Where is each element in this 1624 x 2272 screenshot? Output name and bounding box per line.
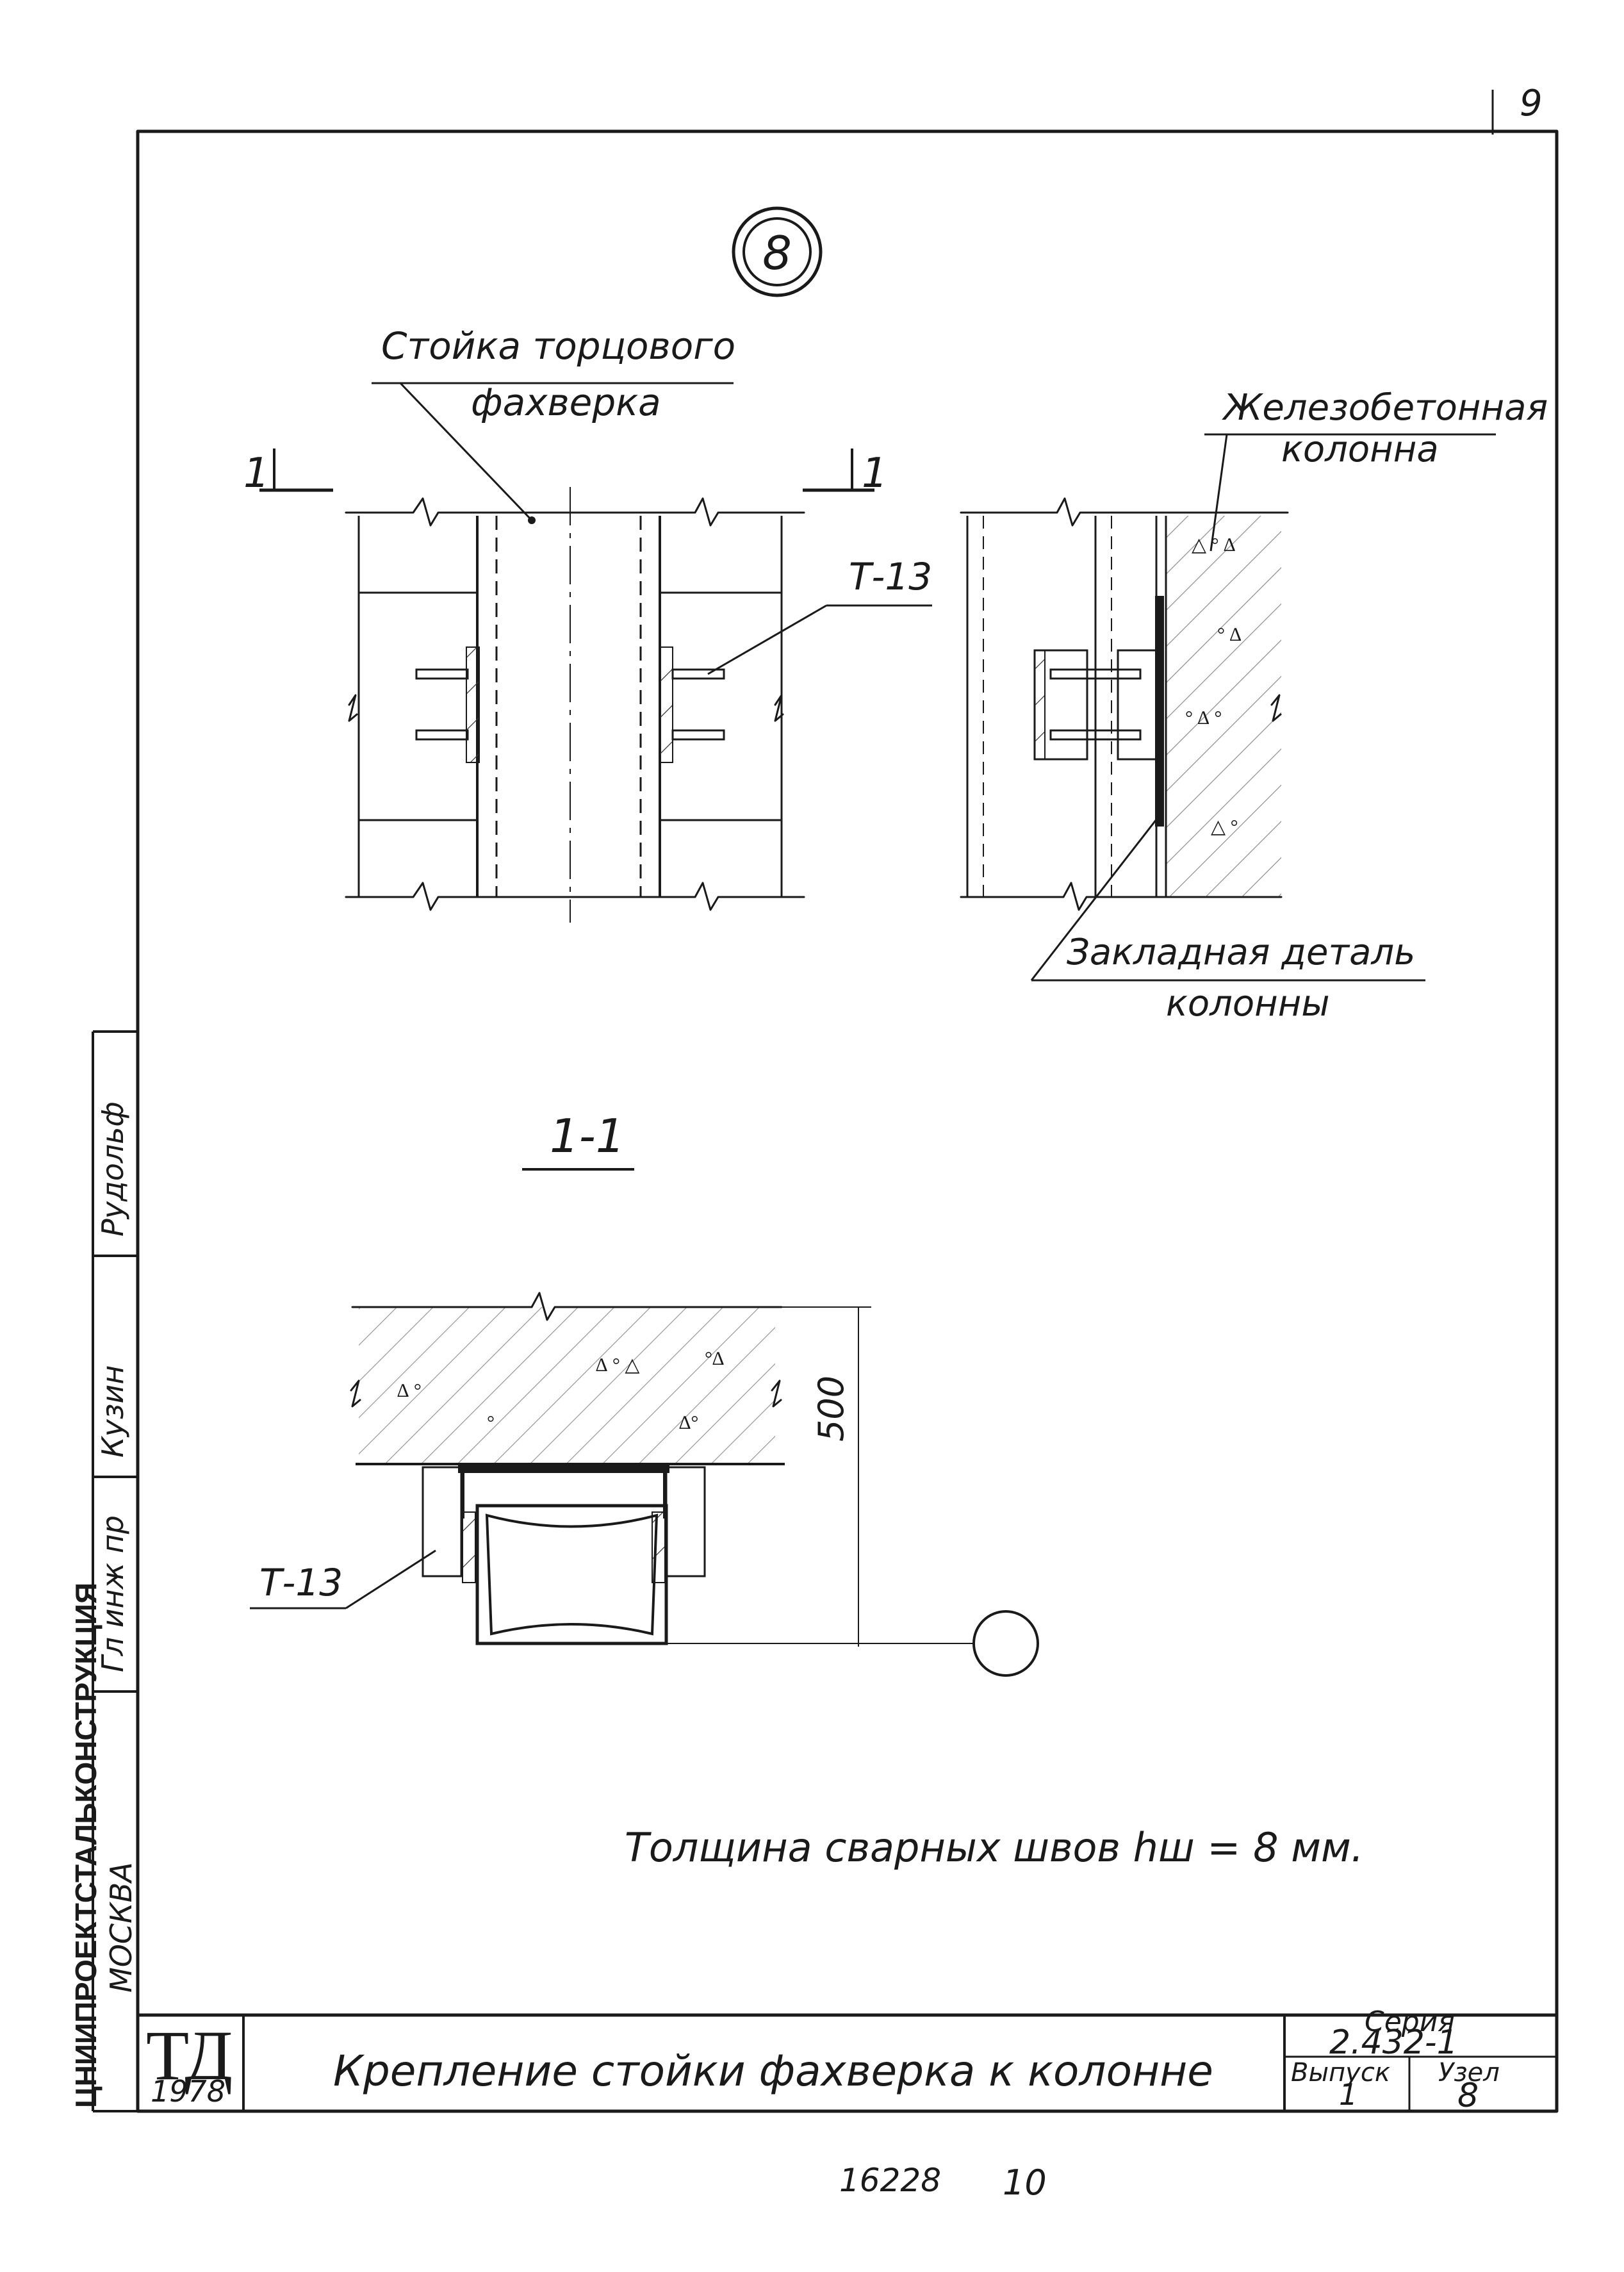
- section-title: 1-1: [550, 1109, 625, 1163]
- leader-rc: [1210, 434, 1228, 552]
- label-part-section: Т-13: [259, 1561, 343, 1604]
- stamp-col2: Кузин: [95, 1365, 130, 1458]
- dimension-500: 500: [811, 1376, 851, 1442]
- svg-text:°∆: °∆: [705, 1348, 724, 1369]
- page-number: 9: [1520, 83, 1543, 124]
- label-rc-line2: колонна: [1281, 429, 1439, 470]
- section-marker-left: 1: [243, 449, 333, 497]
- stamp-col3: Гл инж пр: [95, 1515, 130, 1672]
- node-value: 8: [1457, 2077, 1479, 2115]
- leader-stand-dot: [528, 516, 536, 524]
- svg-text:∆ °: ∆ °: [397, 1380, 422, 1401]
- section-1-1: ∆ ° ∆ ° △ °∆ ° ∆°: [350, 1292, 1039, 1677]
- leader-embedded: [1030, 813, 1162, 981]
- td-logo: ТД: [146, 2016, 233, 2095]
- issue-value: 1: [1339, 2077, 1357, 2112]
- drawing-title: Крепление стойки фахверка к колонне: [333, 2046, 1213, 2096]
- node-callout: 8: [732, 206, 823, 297]
- front-view: [345, 487, 805, 923]
- leader-part-top: [707, 604, 827, 675]
- label-embedded-line2: колонны: [1166, 983, 1330, 1025]
- weld-note: Толщина сварных швов hш = 8 мм.: [625, 1824, 1363, 1871]
- section-marker-right: 1: [803, 449, 888, 497]
- svg-text:° ∆: ° ∆: [1217, 624, 1242, 645]
- stamp-city: МОСКВА: [104, 1862, 138, 1993]
- archive-number: 16228: [839, 2162, 941, 2199]
- sheet-number: 10: [1003, 2162, 1047, 2203]
- side-stamp: [92, 1030, 138, 2112]
- stamp-col1: Рудольф: [95, 1101, 130, 1237]
- label-rc-line1: Железобетонная: [1222, 387, 1548, 429]
- leader-stand: [399, 382, 533, 522]
- drawing-frame: [136, 129, 1559, 2113]
- series-value: 2.432-1: [1329, 2023, 1458, 2062]
- label-stand-line1: Стойка торцового: [381, 324, 735, 368]
- label-part-top: Т-13: [849, 555, 932, 598]
- svg-text:1: 1: [862, 450, 888, 497]
- title-year: 1978: [151, 2074, 226, 2109]
- issue-label: Выпуск: [1291, 2058, 1390, 2087]
- label-stand-line2: фахверка: [471, 381, 661, 424]
- title-block: [138, 2013, 1557, 2111]
- svg-text:° ∆ °: ° ∆ °: [1185, 707, 1222, 729]
- node-callout-number: 8: [762, 226, 792, 280]
- leader-part-section: [345, 1549, 436, 1609]
- node-label: Узел: [1438, 2058, 1500, 2087]
- stamp-org: ЦНИИПРОЕКТСТАЛЬКОНСТРУКЦИЯ: [69, 1583, 103, 2108]
- side-view: △ ° ∆ ° ∆ ° ∆ ° △ °: [960, 497, 1289, 911]
- series-label: Серия: [1365, 2005, 1455, 2038]
- svg-text:△ °: △ °: [1211, 816, 1238, 837]
- svg-text:∆ ° △: ∆ ° △: [596, 1354, 639, 1376]
- svg-text:∆°: ∆°: [679, 1412, 698, 1433]
- svg-text:°: °: [487, 1412, 495, 1433]
- label-embedded-line1: Закладная деталь: [1067, 932, 1415, 973]
